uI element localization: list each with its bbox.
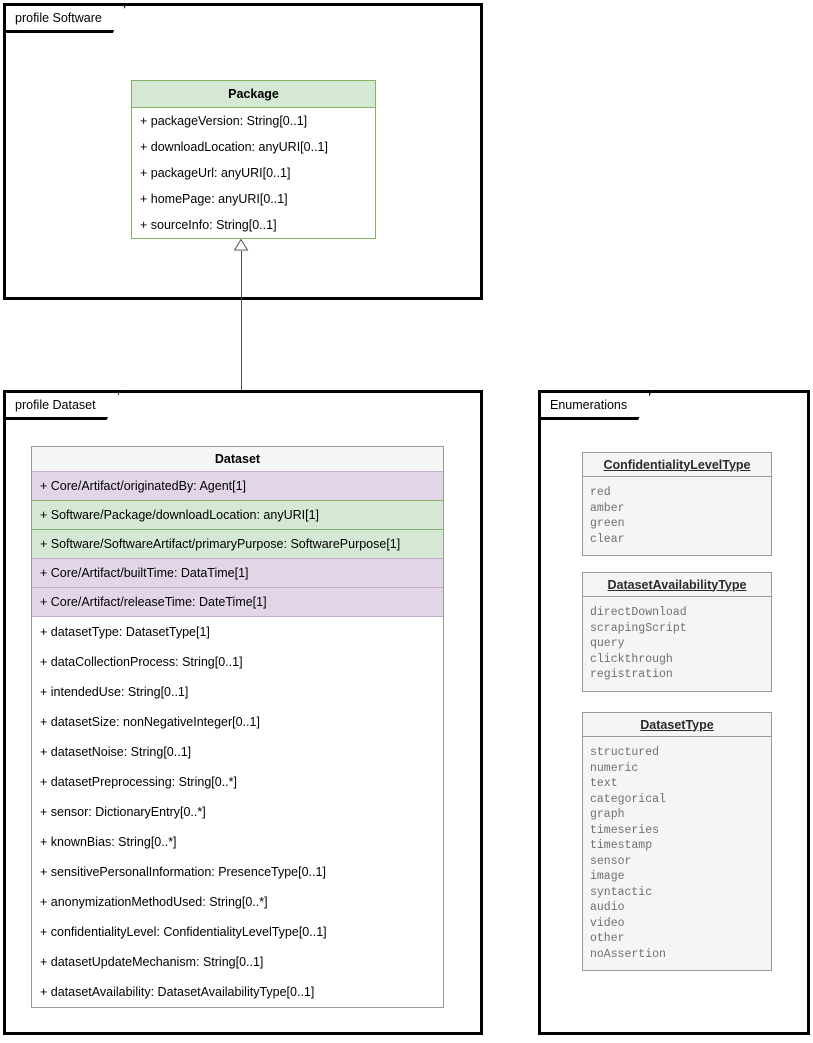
attribute-row: + datasetPreprocessing: String[0..*] (32, 767, 443, 797)
attribute-row: + datasetAvailability: DatasetAvailabili… (32, 977, 443, 1007)
attribute-row: + datasetSize: nonNegativeInteger[0..1] (32, 707, 443, 737)
attribute-row: + anonymizationMethodUsed: String[0..*] (32, 887, 443, 917)
enum-value: audio (590, 901, 625, 914)
enum-value: numeric (590, 761, 639, 775)
attribute-row: + homePage: anyURI[0..1] (140, 192, 288, 206)
enum-values: structured numeric text categorical grap… (582, 737, 772, 971)
attribute-row: + Core/Artifact/builtTime: DataTime[1] (32, 558, 443, 588)
frame-tab-label: profile Software (15, 10, 102, 25)
attribute-row: + intendedUse: String[0..1] (32, 677, 443, 707)
enum-value: sensor (590, 854, 632, 868)
attribute-row: + datasetNoise: String[0..1] (32, 737, 443, 767)
enum-values: red amber green clear (582, 477, 772, 556)
enum-name: DatasetAvailabilityType (582, 572, 772, 597)
enum-name: ConfidentialityLevelType (582, 452, 772, 477)
enum-value: clear (590, 532, 625, 546)
enum-value: video (590, 916, 625, 930)
enum-value: categorical (590, 792, 666, 806)
class-box-package[interactable]: Package + packageVersion: String[0..1] +… (131, 80, 376, 239)
enum-value: clickthrough (590, 652, 673, 666)
enum-value: green (590, 517, 625, 530)
enum-value: image (590, 870, 625, 883)
hollow-triangle-arrow-icon (233, 239, 249, 251)
attribute-row: + Core/Artifact/releaseTime: DateTime[1] (32, 587, 443, 617)
enum-box-datasetavailability[interactable]: DatasetAvailabilityType directDownload s… (582, 572, 772, 692)
attribute-row: + knownBias: String[0..*] (32, 827, 443, 857)
enum-value: graph (590, 808, 625, 821)
enum-value: timeseries (590, 823, 660, 837)
enum-value: amber (590, 501, 625, 515)
class-box-dataset[interactable]: Dataset + Core/Artifact/originatedBy: Ag… (31, 446, 444, 1008)
attribute-row: + dataCollectionProcess: String[0..1] (32, 647, 443, 677)
frame-tab-enumerations: Enumerations (538, 390, 652, 420)
attribute-row: + sensitivePersonalInformation: Presence… (32, 857, 443, 887)
enum-value: directDownload (590, 606, 687, 619)
attribute-row: + confidentialityLevel: ConfidentialityL… (32, 917, 443, 947)
frame-tab-label: profile Dataset (15, 397, 96, 412)
enum-box-datasettype[interactable]: DatasetType structured numeric text cate… (582, 712, 772, 971)
attribute-row: + Core/Artifact/originatedBy: Agent[1] (32, 471, 443, 501)
attribute-row: + packageVersion: String[0..1] (140, 114, 308, 128)
enum-value: structured (590, 746, 660, 759)
enum-value: registration (590, 668, 673, 681)
enum-value: timestamp (590, 839, 653, 852)
enum-name: DatasetType (582, 712, 772, 737)
enum-box-confidentialitylevel[interactable]: ConfidentialityLevelType red amber green… (582, 452, 772, 556)
enum-value: other (590, 932, 625, 945)
class-attributes-dataset: + Core/Artifact/originatedBy: Agent[1] +… (31, 471, 444, 1008)
attribute-row: + packageUrl: anyURI[0..1] (140, 166, 291, 180)
attribute-row: + datasetUpdateMechanism: String[0..1] (32, 947, 443, 977)
attribute-row: + datasetType: DatasetType[1] (32, 617, 443, 647)
enum-values: directDownload scrapingScript query clic… (582, 597, 772, 692)
attribute-row: + sourceInfo: String[0..1] (140, 218, 277, 232)
enum-value: scrapingScript (590, 621, 687, 635)
enum-value: noAssertion (590, 947, 666, 961)
frame-tab-label: Enumerations (550, 397, 628, 412)
attribute-row: + sensor: DictionaryEntry[0..*] (32, 797, 443, 827)
generalization-line (241, 251, 242, 446)
enum-value: query (590, 637, 625, 650)
attribute-row: + Software/Package/downloadLocation: any… (32, 500, 443, 530)
attribute-row: + Software/SoftwareArtifact/primaryPurpo… (32, 529, 443, 559)
enum-value: red (590, 486, 611, 499)
class-attributes-package: + packageVersion: String[0..1] + downloa… (131, 108, 376, 239)
enum-value: text (590, 777, 618, 790)
attribute-row: + downloadLocation: anyURI[0..1] (140, 140, 328, 154)
frame-tab-profile-software: profile Software (3, 3, 127, 33)
frame-tab-profile-dataset: profile Dataset (3, 390, 121, 420)
class-name-package: Package (131, 80, 376, 108)
enum-value: syntactic (590, 885, 653, 899)
class-name-dataset: Dataset (31, 446, 444, 472)
